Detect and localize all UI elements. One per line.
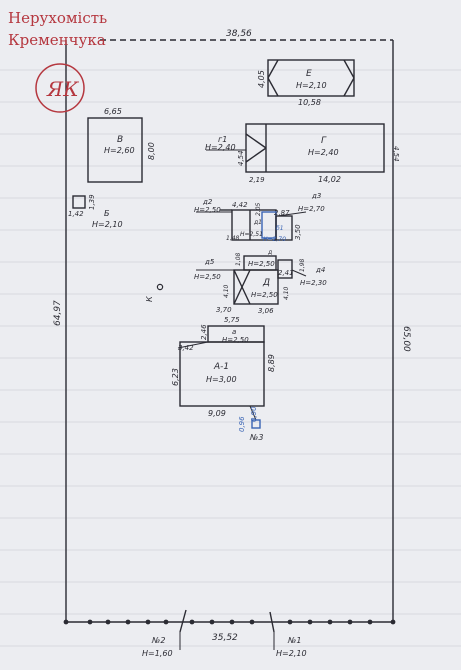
building-d4-height: Н=2,30 [300,279,327,287]
building-g-depth: 4,54 [392,146,400,162]
building-d1-name: д1 [253,219,262,226]
building-b1-name: б1 [276,225,284,232]
building-d5-width: 3,70 [216,306,232,314]
gate-1-tick [269,611,275,633]
building-v-depth: 8,00 [147,142,156,160]
building-d1-height: Н=2,51 [240,231,263,238]
paper-ruling [0,69,461,647]
well-label: К [145,296,154,302]
watermark-line-1: Нерухомість [8,9,108,27]
building-a-height: Н=2,50 [222,336,249,344]
building-a1 [179,341,265,407]
building-d-depth: 1,08 [235,252,242,266]
watermark-logo-letters: ЯК [46,77,79,101]
leader-lines [177,149,307,421]
building-d4-name: д4 [315,266,325,274]
gate-1-label: №1 [287,636,301,645]
watermark-line-2: Кременчука [8,31,106,49]
gate-2-label: №2 [151,636,165,645]
building-d1-depth: 2,05 [255,202,262,216]
building-a1-side: 6,23 [171,368,180,386]
building-d4-width: 2,41 [278,269,294,277]
building-d-name: д [267,249,272,256]
building-d3-height: Н=2,70 [298,205,325,213]
boundary-posts [63,619,396,625]
building-a1-width: 9,09 [208,409,226,418]
building-a1-depth: 8,89 [267,354,276,372]
building-e-width: 10,58 [298,98,321,107]
building-d5-depth: 4,10 [223,284,230,298]
plot-left-length: 64,97 [53,300,63,326]
building-e-depth: 4,05 [257,70,266,88]
building-e-name: Е [306,69,312,79]
building-b-width: 1,42 [68,210,84,218]
marker-3-label: №3 [249,433,263,442]
building-g1-height: Н=2,40 [205,143,236,152]
gate-2-height: Н=1,60 [142,649,173,658]
building-d3-width: 2,87 [274,209,290,217]
building-e [267,59,355,97]
building-d2-height: Н=2,50 [194,206,221,214]
building-b-depth: 1,39 [88,194,96,210]
building-g-side: 2,19 [249,176,265,184]
gate-2-tick [179,609,187,633]
building-d4-depth: 1,98 [299,258,306,272]
building-e-height: Н=2,10 [296,81,327,90]
marker-3-dim1: 0,96 [238,416,246,432]
building-a1-height: Н=3,00 [206,375,237,384]
building-d3-name: д3 [311,192,321,200]
building-a-depth: 2,46 [200,324,208,340]
building-v-height: Н=2,60 [104,146,135,155]
building-d5-name: д5 [204,258,215,266]
building-v-name: В [117,135,123,145]
building-b [72,195,86,209]
building-d1-width: 1,48 [226,235,240,242]
building-g1-name: г1 [218,135,227,144]
watermark-logo: ЯК [35,63,85,113]
building-big-d-width: 3,06 [258,307,274,315]
building-d5-height: Н=2,50 [194,273,221,281]
building-d-cluster [220,209,293,305]
building-g-height: Н=2,40 [308,148,339,157]
building-a-name: а [232,328,236,336]
building-big-d-depth: 4,10 [283,286,290,300]
marker-3-dim2: 0,90 [250,406,258,422]
building-a1-name: А-1 [213,362,229,372]
building-g-width: 14,02 [318,175,341,184]
building-d2-width: 4,42 [232,201,248,209]
building-b-height: Н=2,10 [92,220,123,229]
well-icon [156,283,164,291]
marker-3-box [251,419,261,429]
building-big-d-name: Д [262,278,270,288]
building-d3-depth: 3,50 [294,224,302,240]
building-g1-depth: 4,54 [237,150,245,166]
building-d2-name: д2 [202,198,213,206]
building-b-name: Б [104,209,110,218]
building-a-side: 3,42 [178,344,194,352]
plot-bottom-length: 35,52 [212,633,238,643]
building-v [87,117,143,183]
gate-1-height: Н=2,10 [276,649,307,658]
plot-top-length: 38,56 [226,29,252,39]
building-v-width: 6,65 [104,107,122,116]
building-g-name: Г [321,136,327,146]
plot-right-length: 65,00 [401,326,411,352]
building-b1-height: Н=2,70 [263,236,286,243]
building-big-d-height: Н=2,50 [251,291,278,299]
building-g [245,123,385,173]
building-a-width: 5,75 [224,316,240,324]
building-d-height: Н=2,50 [248,260,275,268]
